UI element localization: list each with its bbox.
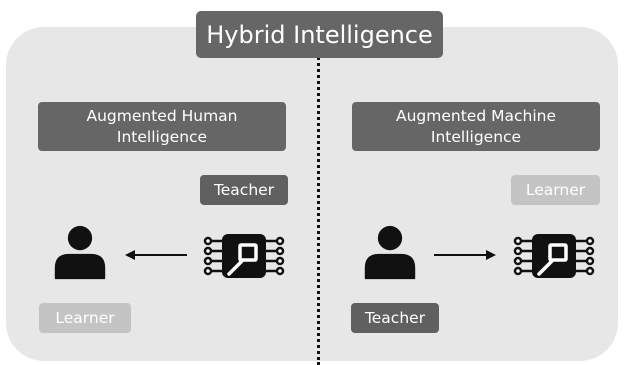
left-person-icon	[52, 225, 108, 281]
diagram-title: Hybrid Intelligence	[196, 11, 443, 58]
left-teacher-label-text: Teacher	[213, 181, 275, 199]
augmented-machine-heading: Augmented Machine Intelligence	[352, 102, 600, 151]
right-person-icon	[362, 225, 418, 281]
right-chip-icon	[512, 224, 596, 288]
right-teacher-label: Teacher	[351, 303, 439, 333]
augmented-human-heading-line2: Intelligence	[116, 127, 208, 146]
center-divider	[317, 52, 320, 365]
augmented-machine-heading-line1: Augmented Machine	[396, 106, 556, 125]
left-learner-label: Learner	[39, 303, 131, 333]
right-learner-label-text: Learner	[525, 181, 586, 199]
augmented-human-heading-line1: Augmented Human	[86, 106, 238, 125]
augmented-human-heading: Augmented Human Intelligence	[38, 102, 286, 151]
right-arrow-icon	[434, 250, 496, 260]
right-learner-label: Learner	[511, 175, 600, 205]
right-teacher-label-text: Teacher	[364, 309, 426, 327]
diagram-title-text: Hybrid Intelligence	[206, 20, 433, 49]
left-teacher-label: Teacher	[200, 175, 288, 205]
left-learner-label-text: Learner	[55, 309, 115, 327]
left-arrow-icon	[125, 250, 187, 260]
augmented-machine-heading-line2: Intelligence	[430, 127, 522, 146]
left-chip-icon	[202, 224, 286, 288]
